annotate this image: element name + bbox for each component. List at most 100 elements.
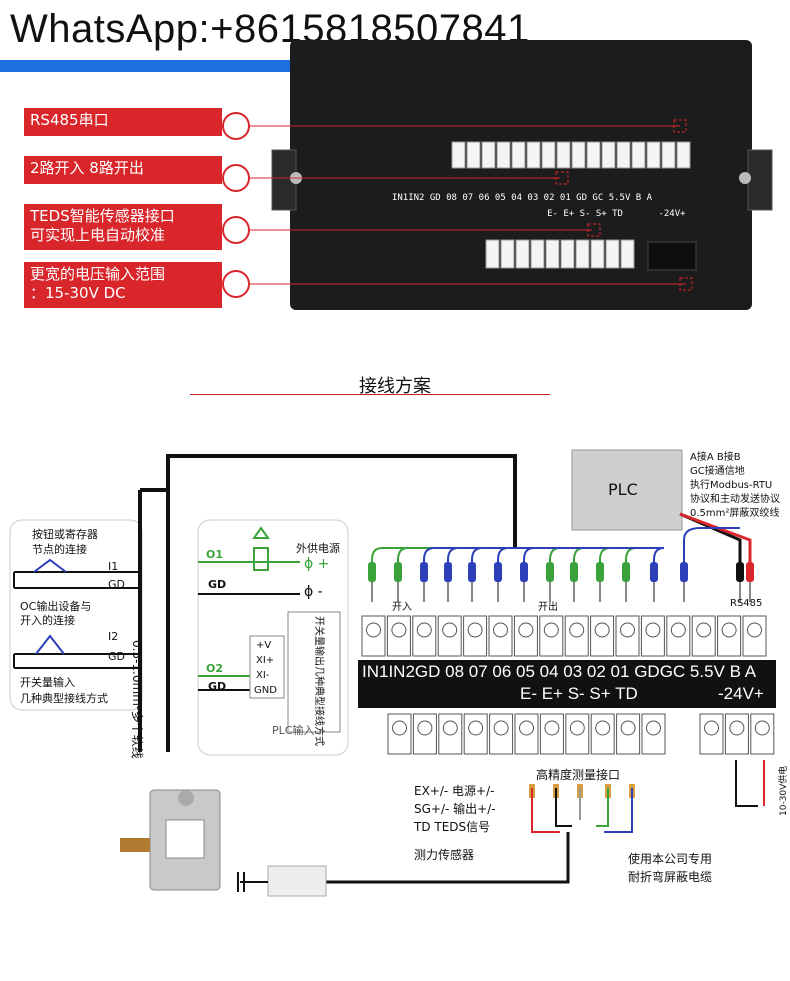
terminal-screw-top xyxy=(412,615,437,657)
device-photo: IN1IN2 GD 08 07 06 05 04 03 02 01 GD GC … xyxy=(250,40,773,310)
screw-head xyxy=(493,622,508,638)
screw-head xyxy=(519,720,534,736)
cable-note-1: 使用本公司专用 xyxy=(628,852,713,866)
title-underline xyxy=(190,394,550,395)
terminal-screw-top xyxy=(513,615,538,657)
device-bottom-terminal xyxy=(620,239,635,269)
wire-pin xyxy=(546,562,554,582)
screw-head xyxy=(569,720,585,736)
screw-head xyxy=(721,622,737,638)
terminal-screw-bottom xyxy=(463,713,488,755)
terminal-screw-bottom xyxy=(387,713,412,755)
mid-gd: GD xyxy=(208,578,227,591)
mid-plus: ϕ + xyxy=(304,556,330,572)
device-top-terminal xyxy=(496,141,511,169)
sensor-line-3: TD TEDS信号 xyxy=(414,820,491,834)
screw-head xyxy=(620,720,636,736)
device-top-terminal xyxy=(466,141,481,169)
screw-head xyxy=(754,720,770,736)
wire-pin xyxy=(420,562,428,582)
watermark-text: WhatsApp:+8615818507841 xyxy=(0,0,580,58)
terminal-screw-top xyxy=(539,615,564,657)
mid-minus: ϕ - xyxy=(304,584,323,600)
terminal-screw-top xyxy=(488,615,513,657)
plc-note-1: A接A B接B xyxy=(690,452,741,463)
terminal-screw-bottom xyxy=(489,713,514,755)
screw-head xyxy=(442,622,458,638)
terminal-screw-bottom xyxy=(616,713,641,755)
gc-wire xyxy=(683,527,740,562)
mid-vert-text: 开关量输出几种典型接线方式 xyxy=(313,616,324,746)
signal-wire xyxy=(371,547,515,580)
terminal-screw-bottom xyxy=(539,713,564,755)
cable-note-2: 耐折弯屏蔽电缆 xyxy=(628,870,713,884)
signal-wire xyxy=(423,547,515,580)
device-row1: IN1IN2 GD 08 07 06 05 04 03 02 01 GD GC … xyxy=(392,193,653,203)
left-gd1: GD xyxy=(108,578,125,591)
device-top-terminal xyxy=(451,141,466,169)
device-row2b: -24V+ xyxy=(658,209,686,219)
mid-o1: O1 xyxy=(206,548,224,561)
screw-head xyxy=(569,622,585,638)
wire-pin xyxy=(570,562,578,582)
terminal-row2: E- E+ S- S+ TD xyxy=(520,684,638,703)
device-top-terminal xyxy=(676,141,691,169)
mid-o2: O2 xyxy=(206,662,224,675)
wire-pin xyxy=(468,562,476,582)
rs485-pin xyxy=(736,562,744,582)
device-bottom-terminal xyxy=(605,239,620,269)
screw-head xyxy=(620,622,635,638)
screw-head xyxy=(747,622,762,638)
callout-ring-2 xyxy=(222,164,250,192)
device-top-terminal xyxy=(571,141,586,169)
device-top-terminal xyxy=(616,141,631,169)
callout-teds: TEDS智能传感器接口可实现上电自动校准 xyxy=(24,204,222,250)
wire-pin xyxy=(494,562,502,582)
terminal-screw-power xyxy=(699,713,724,755)
device-top-terminal xyxy=(646,141,661,169)
device-bottom-terminal xyxy=(530,239,545,269)
terminal-screw-top xyxy=(590,615,615,657)
terminal-screw-top xyxy=(615,615,640,657)
mid-vplus: +V xyxy=(256,640,272,651)
sensor-line-1: EX+/- 电源+/- xyxy=(414,784,495,798)
device-top-terminal xyxy=(661,141,676,169)
wire-pin xyxy=(596,562,604,582)
device-bottom-terminal xyxy=(485,239,500,269)
device-top-terminal xyxy=(481,141,496,169)
terminal-screw-bottom xyxy=(565,713,590,755)
mid-gnd: GND xyxy=(254,685,277,696)
left-label-1: 按钮或寄存器 xyxy=(32,528,98,541)
terminal-screw-top xyxy=(640,615,665,657)
callout-ring-1 xyxy=(222,112,250,140)
device-top-terminal xyxy=(541,141,556,169)
device-bottom-terminal xyxy=(575,239,590,269)
device-bottom-terminal xyxy=(500,239,515,269)
wire-pin xyxy=(622,562,630,582)
screw-head xyxy=(594,622,610,638)
wire-pin xyxy=(444,562,452,582)
screw-head xyxy=(543,622,559,638)
screw-head xyxy=(646,720,661,736)
callout-voltage: 更宽的电压输入范围：15-30V DC xyxy=(24,262,222,308)
terminal-screw-bottom xyxy=(641,713,666,755)
terminal-screw-bottom xyxy=(438,713,463,755)
screw-head xyxy=(442,720,458,736)
device-bottom-terminal xyxy=(545,239,560,269)
screw-head xyxy=(670,622,686,638)
terminal-screw-power xyxy=(750,713,775,755)
wire-pin xyxy=(650,562,658,582)
callout-ring-4 xyxy=(222,270,250,298)
terminal-screw-top xyxy=(717,615,742,657)
terminal-screw-top xyxy=(361,615,386,657)
device-bottom-terminal xyxy=(515,239,530,269)
watermark-underline xyxy=(0,60,352,72)
screw-head xyxy=(595,720,611,736)
sensor-line-4: 测力传感器 xyxy=(414,848,475,862)
signal-wire xyxy=(471,547,515,580)
wire-pin xyxy=(394,562,402,582)
plc-label: PLC xyxy=(608,480,638,499)
device-top-terminal xyxy=(511,141,526,169)
